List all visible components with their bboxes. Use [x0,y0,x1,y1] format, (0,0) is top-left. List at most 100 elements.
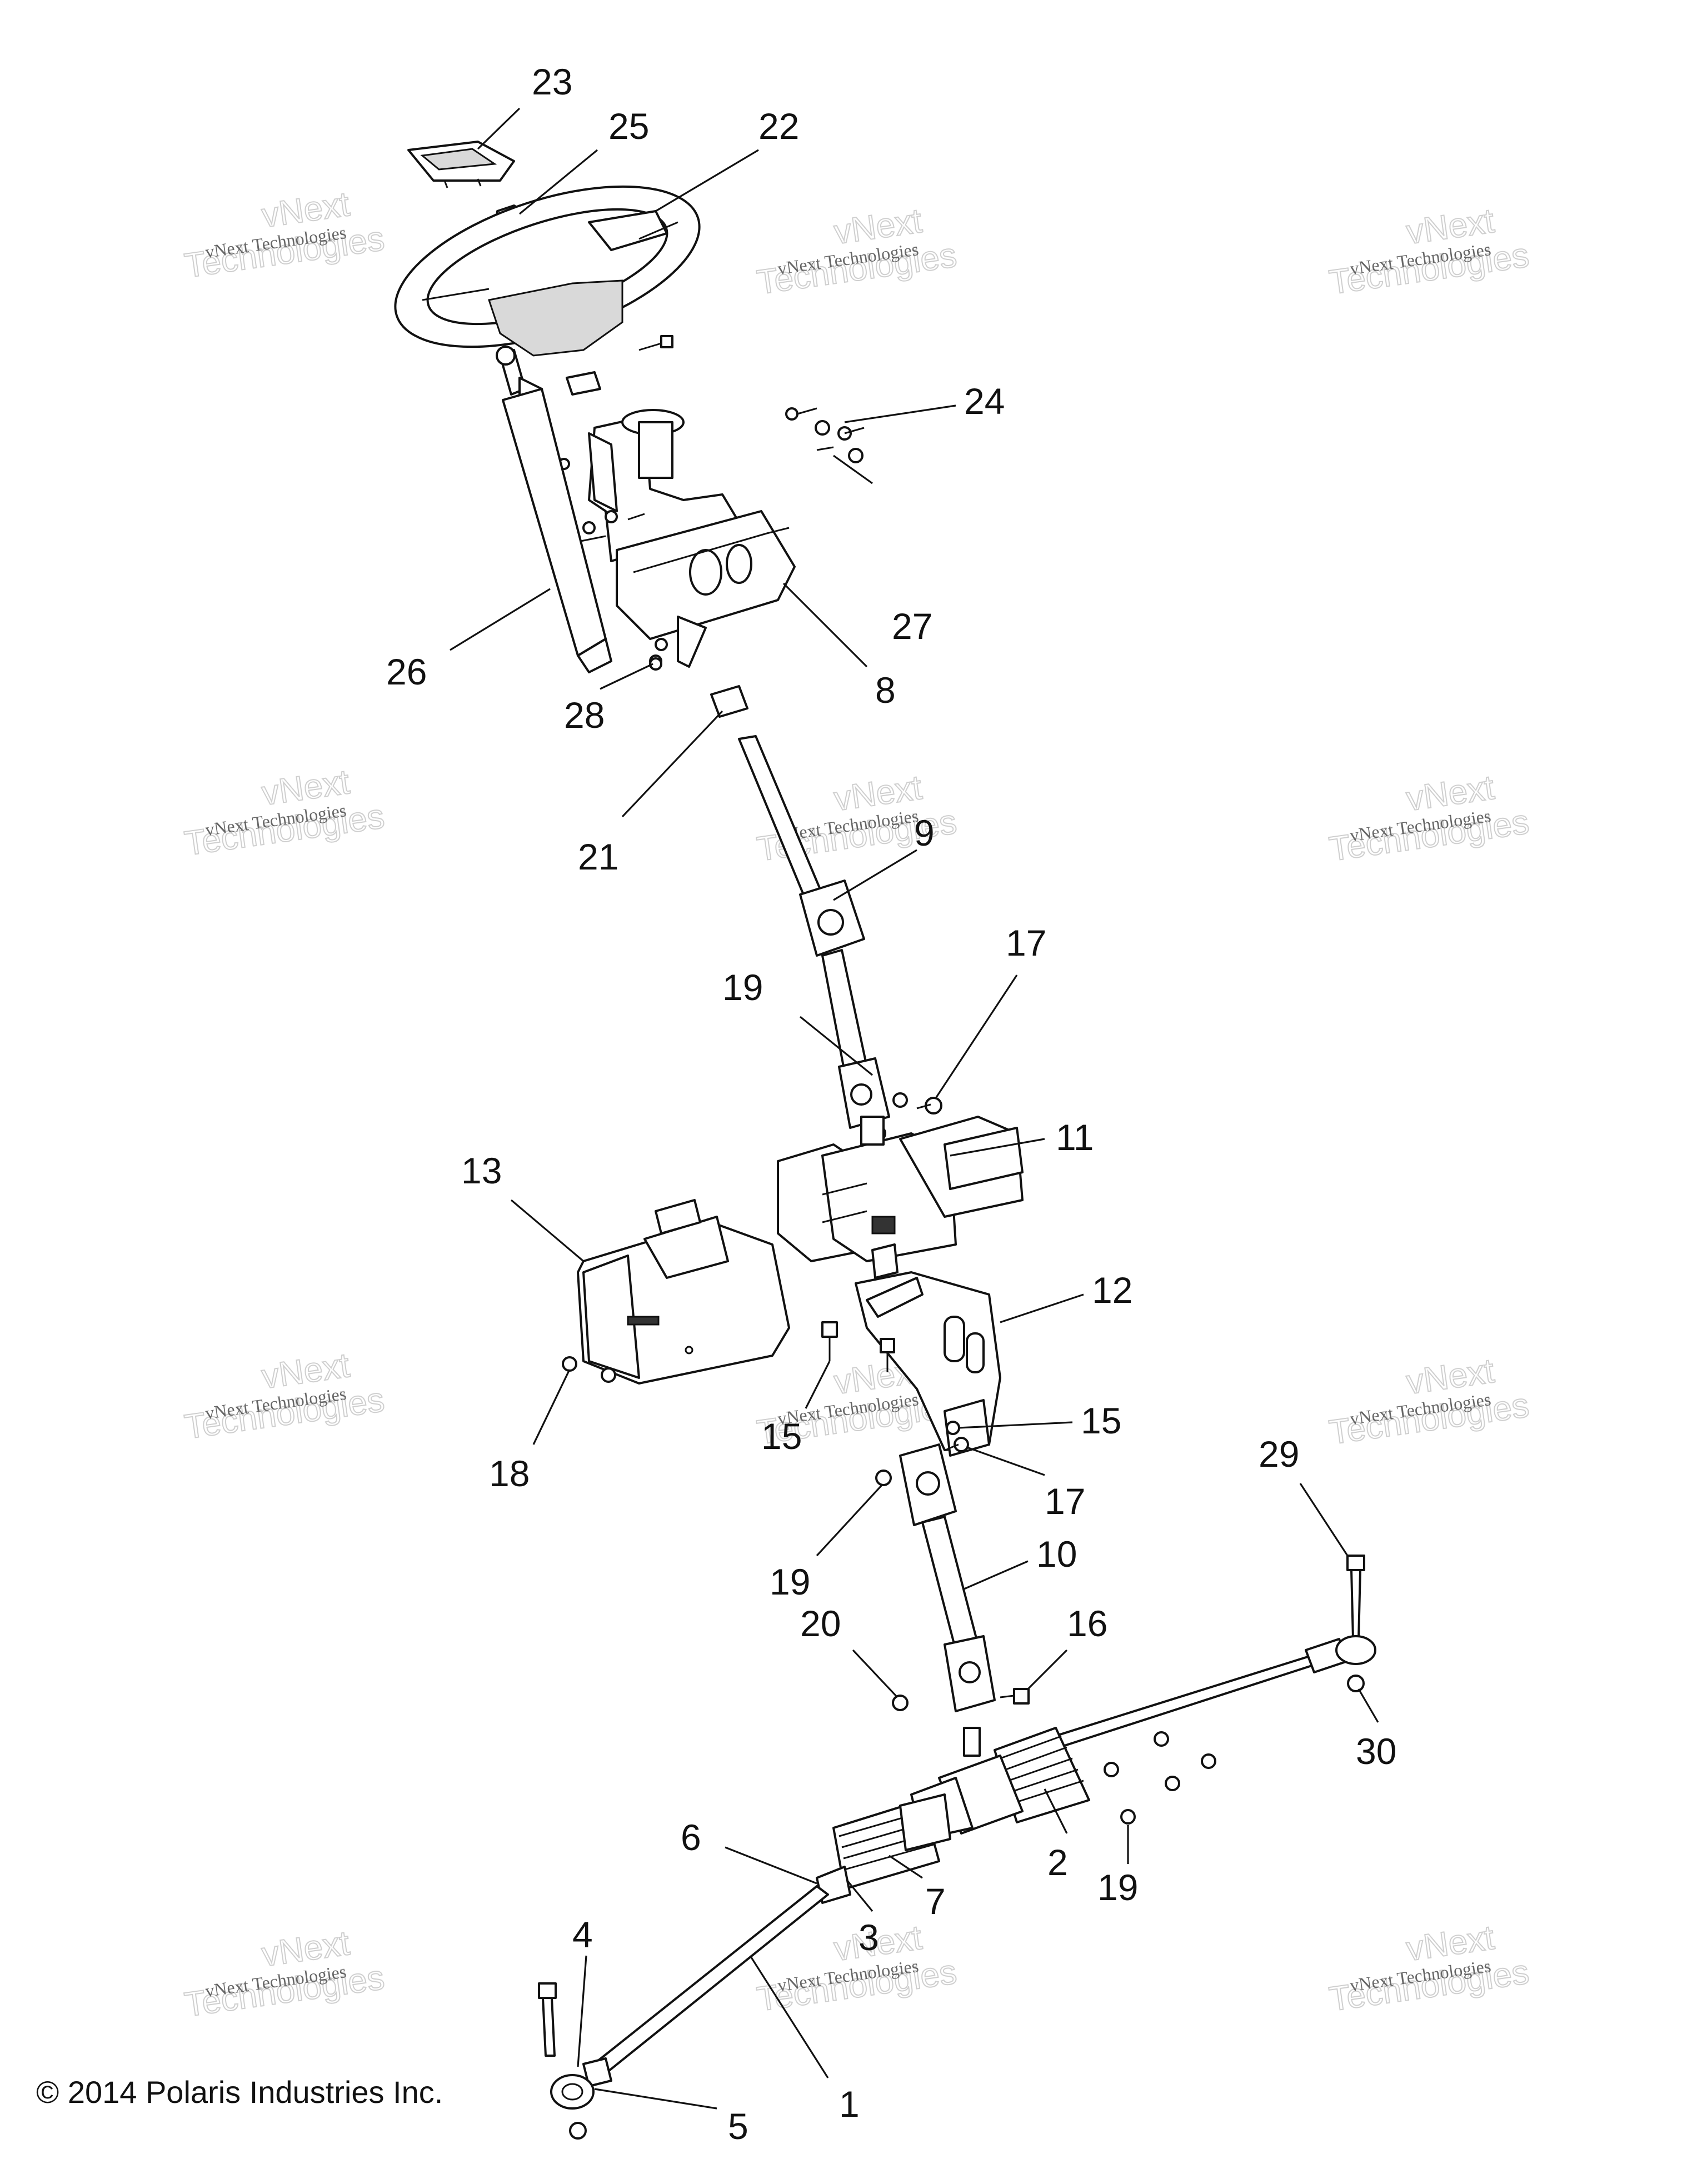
callout-9: 9 [914,812,935,853]
callout-23: 23 [532,61,572,102]
part-shaft-nut-bolt [892,1688,1030,1711]
part-steering-wheel [394,185,701,357]
leader-17b [966,1446,1045,1476]
part-bushing [710,685,748,718]
leader-13 [510,1199,585,1262]
part-horn-pad [407,141,515,188]
part-lower-shaft [899,1443,996,1712]
leader-17a [935,974,1018,1098]
callout-8: 8 [875,669,896,711]
watermark: Technologies vNext vNext Technologies [182,762,387,864]
part-steering-rack [816,1655,1318,1904]
leader-21 [621,710,723,818]
callout-5: 5 [728,2106,748,2147]
callout-4: 4 [572,1914,593,1955]
leader-lines [450,107,1379,2110]
leader-29 [1299,1483,1349,1556]
leader-3 [846,1880,874,1912]
part-left-tie-rod [582,1885,829,2087]
part-left-tie-rod-end [538,1982,595,2140]
leader-24 [844,404,956,423]
leader-26 [450,588,551,651]
copyright-notice: © 2014 Polaris Industries Inc. [36,2075,443,2110]
leader-28 [600,663,653,690]
leader-20 [852,1649,899,1698]
leader-23 [477,107,521,150]
part-tilt-cylinder [496,346,612,673]
leader-19a [799,1016,874,1076]
watermark: Technologies vNext vNext Technologies [182,184,387,286]
part-eps-cover [577,1199,790,1385]
leader-25 [518,149,598,215]
callout-10: 10 [1036,1533,1077,1575]
leader-16 [1027,1649,1068,1690]
callout-26: 26 [386,651,427,692]
callout-7: 7 [925,1881,946,1922]
part-upper-shaft [738,735,908,1129]
leader-7 [889,1855,923,1879]
part-bolt-29 [1346,1555,1365,1640]
callout-24: 24 [964,381,1005,422]
leader-1 [749,1955,829,2078]
leader-6 [725,1846,817,1885]
callout-11: 11 [1056,1117,1094,1158]
callout-29: 29 [1259,1433,1299,1475]
callout-15a: 15 [761,1416,802,1457]
callout-15b: 15 [1081,1400,1121,1441]
leader-4 [577,1955,587,2067]
watermark: Technologies vNext vNext Technologies [1326,768,1532,869]
watermark: Technologies vNext vNext Technologies [182,1923,387,2025]
watermark: Technologies vNext vNext Technologies [1326,1918,1532,2020]
callout-labels: 23 25 22 24 27 26 28 8 21 9 19 17 11 13 … [386,61,1396,2147]
callout-20: 20 [800,1603,841,1644]
callout-3: 3 [859,1917,879,1958]
callout-22: 22 [758,106,799,147]
callout-17a: 17 [1006,922,1046,963]
callout-1: 1 [839,2083,860,2125]
callout-19c: 19 [1097,1867,1138,1908]
part-lower-bolt-nut [875,1437,969,1486]
watermark: Technologies vNext vNext Technologies [754,201,960,303]
part-rack-nuts [1104,1731,1216,1825]
leader-15a [805,1361,831,1409]
part-wheel-spacer [566,371,601,396]
leader-12 [1000,1293,1084,1323]
callout-30: 30 [1356,1731,1396,1772]
leader-9 [833,849,917,901]
part-bracket-bolts [558,335,865,668]
leader-10 [964,1560,1029,1590]
part-column-bracket [588,409,796,668]
callout-19a: 19 [722,967,763,1008]
callout-13: 13 [461,1150,502,1191]
callout-21: 21 [578,836,618,877]
leader-18 [532,1369,571,1445]
leader-30 [1357,1688,1379,1723]
part-bracket-bolts-15 [821,1321,960,1435]
part-cover-screws [562,1356,616,1383]
leader-8 [782,582,868,668]
callout-27: 27 [892,606,932,647]
leader-19b [816,1483,884,1557]
part-right-tie-rod-end [1305,1635,1376,1692]
part-eps-unit [777,1116,1024,1279]
watermark: Technologies vNext vNext Technologies [1326,1351,1532,1453]
callout-17b: 17 [1045,1481,1085,1522]
callout-28: 28 [564,694,605,736]
callout-25: 25 [608,106,649,147]
callout-2: 2 [1047,1842,1068,1883]
callout-16: 16 [1067,1603,1107,1644]
watermark: Technologies vNext vNext Technologies [1326,201,1532,303]
leader-15b [958,1421,1073,1429]
leader-11 [950,1138,1045,1157]
leader-2 [1044,1788,1068,1834]
callout-12: 12 [1092,1270,1132,1311]
watermark: Technologies vNext vNext Technologies [182,1346,387,1447]
callout-6: 6 [681,1817,701,1858]
callout-19b: 19 [770,1561,810,1602]
callout-18: 18 [489,1453,530,1494]
part-nut-28 [649,657,662,671]
leader-22 [655,149,759,212]
leader-27 [833,454,873,484]
leader-5 [594,2088,717,2110]
